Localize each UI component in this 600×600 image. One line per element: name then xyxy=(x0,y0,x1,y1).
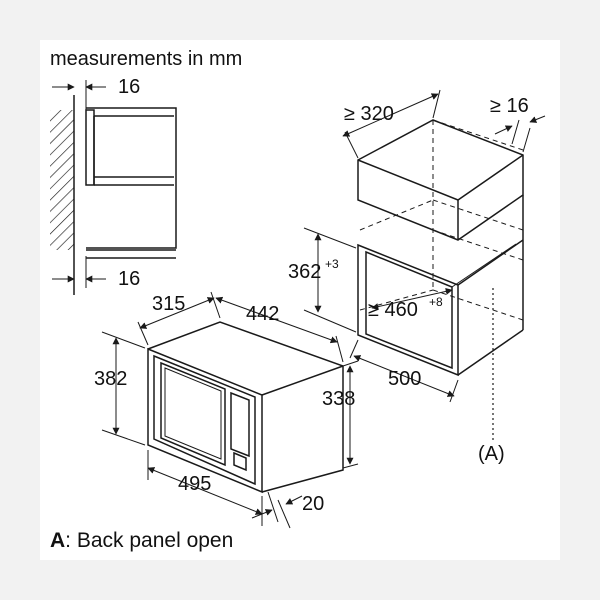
side-gap-bottom-label: 16 xyxy=(118,268,140,290)
niche-side-gap-label: ≥ 16 xyxy=(490,95,529,117)
microwave: 315 442 382 338 495 20 xyxy=(94,291,359,529)
side-gap-top-label: 16 xyxy=(118,76,140,98)
frame-depth-label: 20 xyxy=(302,493,324,515)
niche-height-tolerance: +3 xyxy=(325,257,339,271)
marker-a-label: (A) xyxy=(478,443,505,465)
diagram-card: measurements in mm 16 16 xyxy=(40,40,560,560)
frame-width-label: 495 xyxy=(178,473,211,495)
niche-depth-label: ≥ 320 xyxy=(344,103,394,125)
oven-body-height-label: 338 xyxy=(322,388,355,410)
niche-outer-width-label: 500 xyxy=(388,368,421,390)
measurements-caption: measurements in mm xyxy=(50,48,242,70)
niche-width-label: ≥ 460 xyxy=(368,299,418,321)
side-section: 16 16 xyxy=(50,76,177,295)
niche-height-label: 362 xyxy=(288,261,321,283)
cabinet-back-upper xyxy=(85,109,95,186)
cabinet-outline xyxy=(86,107,177,249)
wall-hatch xyxy=(50,110,74,250)
installation-diagram: measurements in mm 16 16 xyxy=(50,48,546,552)
niche-upper-box xyxy=(357,119,524,241)
legend-text: : Back panel open xyxy=(65,529,233,552)
control-panel xyxy=(230,391,250,458)
oven-width-label: 442 xyxy=(246,303,279,325)
legend: A: Back panel open xyxy=(50,529,233,552)
legend-key: A xyxy=(50,529,65,552)
microwave-window xyxy=(160,361,226,467)
niche-width-tolerance: +8 xyxy=(429,295,443,309)
oven-front-height-label: 382 xyxy=(94,368,127,390)
control-button xyxy=(233,451,247,472)
oven-depth-label: 315 xyxy=(152,293,185,315)
